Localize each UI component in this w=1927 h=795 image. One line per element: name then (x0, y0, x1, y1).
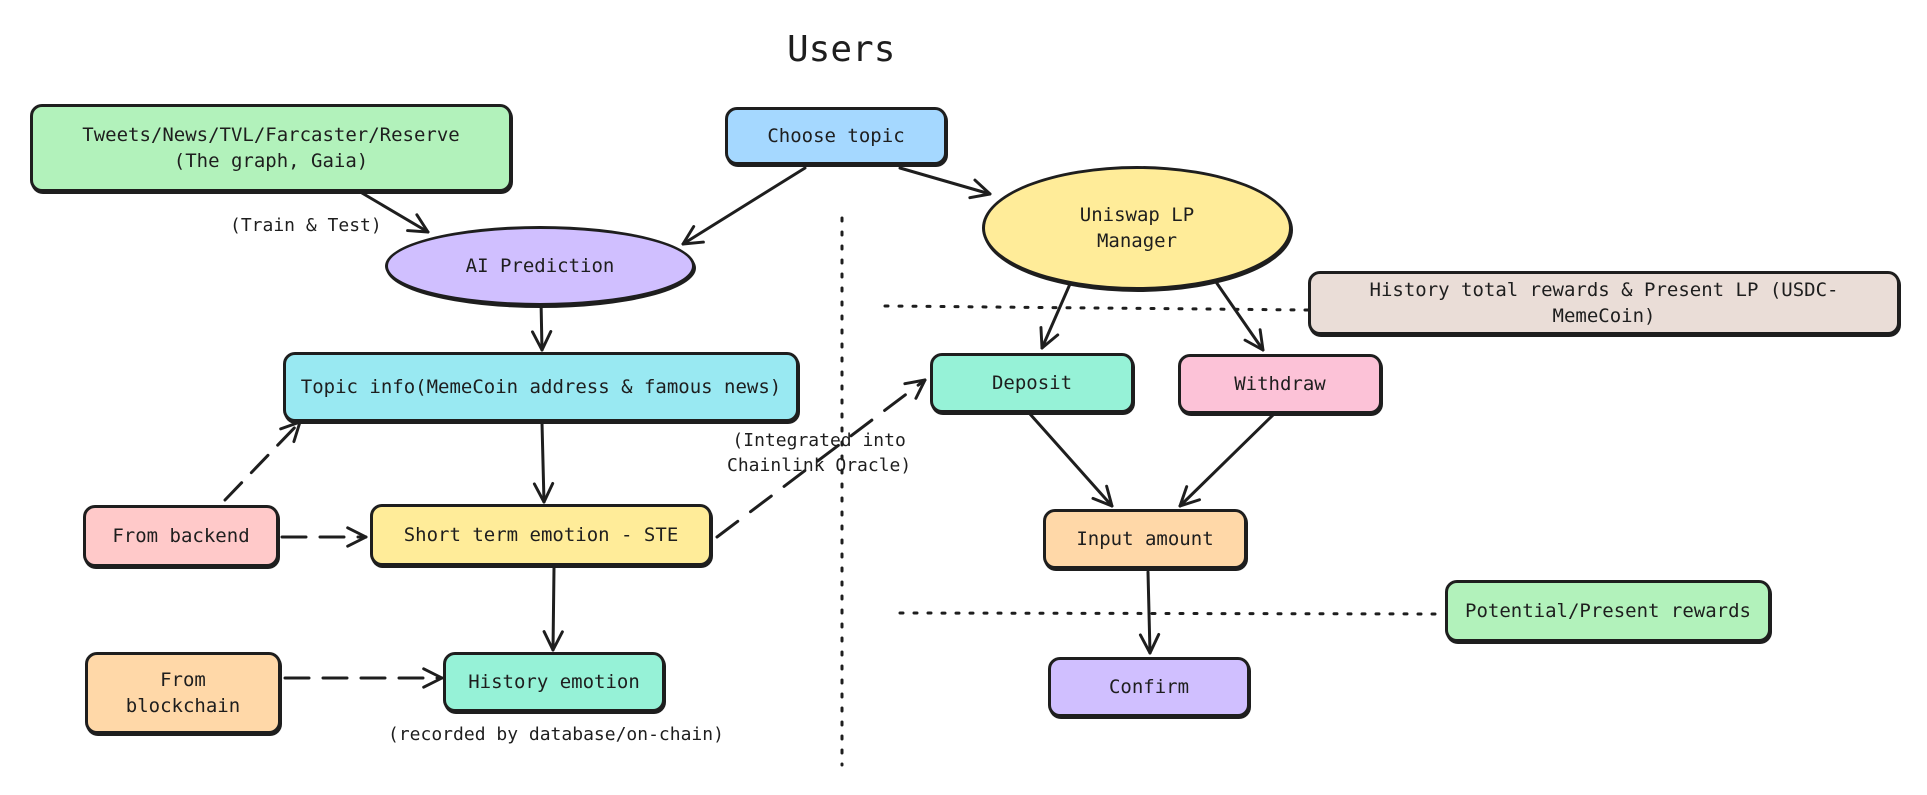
choose-topic-node[interactable]: Choose topic (725, 107, 947, 165)
from-blockchain-node[interactable]: From blockchain (85, 652, 281, 734)
train-test-label: (Train & Test) (230, 215, 382, 236)
confirm-node[interactable]: Confirm (1048, 657, 1250, 717)
sources-to-ai-arrow (360, 191, 430, 234)
deposit-node[interactable]: Deposit (930, 353, 1134, 413)
input-amount-node[interactable]: Input amount (1043, 509, 1247, 569)
history-rewards-node[interactable]: History total rewards & Present LP (USDC… (1308, 271, 1900, 335)
integrated-label: (Integrated into Chainlink Oracle) (727, 430, 912, 476)
ste-to-history-arrow (542, 566, 564, 652)
deposit-to-input-arrow (1028, 412, 1114, 508)
choose-topic-to-ai-arrow (681, 166, 807, 246)
potential-rewards-node[interactable]: Potential/Present rewards (1445, 580, 1771, 642)
rewards-dotted-line (883, 304, 1312, 312)
ai-prediction-node[interactable]: AI Prediction (385, 226, 695, 306)
ste-to-deposit-arrow (715, 378, 927, 539)
withdraw-node[interactable]: Withdraw (1178, 354, 1382, 414)
topic-info-node[interactable]: Topic info(MemeCoin address & famous new… (283, 352, 799, 422)
from-backend-node[interactable]: From backend (83, 505, 279, 567)
short-term-emotion-node[interactable]: Short term emotion - STE (370, 504, 712, 566)
backend-to-topic-info-arrow (223, 420, 302, 502)
ai-to-topic-info-arrow (531, 298, 553, 352)
choose-topic-to-uniswap-arrow (898, 166, 992, 200)
input-to-confirm-arrow (1138, 570, 1161, 655)
topic-info-to-ste-arrow (532, 421, 555, 504)
withdraw-to-input-arrow (1178, 412, 1276, 508)
recorded-label: (recorded by database/on-chain) (388, 724, 724, 745)
diagram-title: Users (787, 29, 896, 70)
history-emotion-node[interactable]: History emotion (443, 652, 665, 712)
uniswap-to-withdraw-arrow (1214, 280, 1265, 352)
potential-dotted-line (898, 611, 1447, 616)
uniswap-to-deposit-arrow (1039, 282, 1072, 350)
data-sources-node[interactable]: Tweets/News/TVL/Farcaster/Reserve (The g… (30, 104, 512, 192)
uniswap-lp-manager-node[interactable]: Uniswap LP Manager (982, 166, 1292, 290)
